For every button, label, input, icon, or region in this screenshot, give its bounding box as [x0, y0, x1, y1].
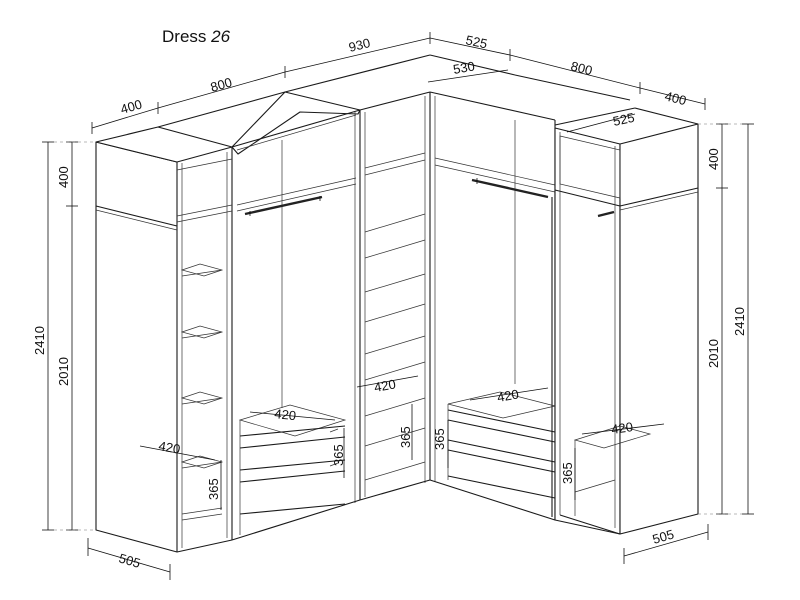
- dim-left-body-height: 2010: [56, 357, 71, 386]
- dim-top-left-depth: 400: [119, 96, 144, 116]
- dim-left-mezzanine-height: 400: [56, 166, 71, 188]
- dim-drawer-depth-left: 420: [274, 406, 297, 423]
- dim-right-mezzanine-height: 400: [706, 148, 721, 170]
- dim-right-body-height: 2010: [706, 339, 721, 368]
- drawing-title: Dress 26: [162, 27, 231, 46]
- dim-bottom-left-depth: 505: [117, 550, 142, 570]
- dim-top-right-width: 800: [569, 58, 594, 78]
- dim-drawer-height-left-b: 365: [331, 444, 346, 466]
- dim-drawer-height-left-a: 365: [206, 478, 221, 500]
- dim-right-total-height: 2410: [732, 307, 747, 336]
- left-hanging-section: [157, 91, 361, 541]
- dim-bottom-right-depth: 505: [651, 526, 676, 546]
- dim-shelf-depth-left: 420: [157, 438, 181, 457]
- dim-top-right-depth-a: 525: [464, 32, 488, 51]
- drawing-model-number: 26: [210, 27, 230, 46]
- dim-drawer-height-right-b: 365: [560, 462, 575, 484]
- dim-shelf-depth-center: 420: [373, 376, 397, 395]
- dim-drawer-height-right-a: 365: [432, 428, 447, 450]
- dim-top-right-box-depth: 525: [612, 110, 636, 129]
- dim-shelf-depth-right: 420: [610, 419, 634, 437]
- dimension-lines: [42, 32, 754, 580]
- center-shelf-column: [284, 54, 431, 501]
- dim-top-right-depth: 400: [663, 88, 688, 108]
- dim-left-total-height: 2410: [32, 326, 47, 355]
- dim-top-left-width: 800: [209, 74, 234, 94]
- right-tall-cabinet: [514, 74, 699, 535]
- dim-top-right-depth-b: 530: [452, 58, 476, 77]
- dimension-labels: 400 800 930 525 530 800 400 525 400 2410…: [32, 32, 747, 571]
- dim-drawer-height-center: 365: [398, 426, 413, 448]
- right-hanging-section: [429, 54, 561, 521]
- dim-top-center-width: 930: [347, 35, 372, 55]
- dim-drawer-depth-right: 420: [496, 386, 520, 405]
